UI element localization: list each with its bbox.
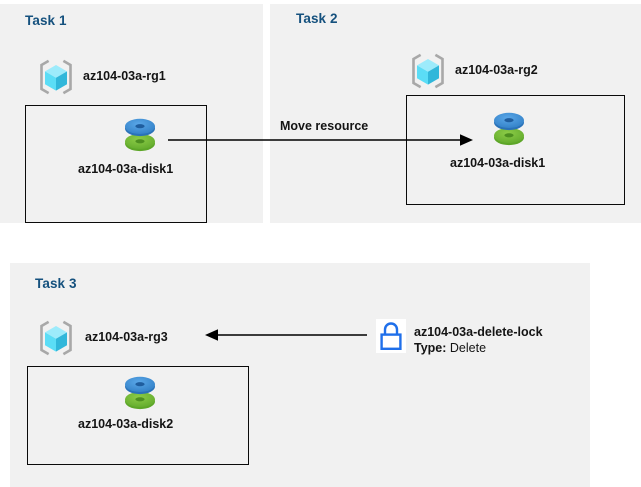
lock-applies-arrow <box>205 326 367 344</box>
lock-type-value: Delete <box>449 341 487 355</box>
task-title-1: Task 1 <box>25 13 67 28</box>
disk-icon <box>121 113 159 155</box>
task-title-3: Task 3 <box>35 276 77 291</box>
resource-label-1: az104-03a-disk1 <box>78 162 174 176</box>
disk-icon <box>490 107 528 149</box>
resource-group-icon <box>408 51 448 91</box>
lock-details: az104-03a-delete-lock Type: Delete <box>414 324 543 356</box>
disk-icon <box>121 371 159 413</box>
resource-box-2 <box>406 95 625 205</box>
resource-label-2: az104-03a-disk1 <box>450 156 546 170</box>
move-resource-arrow <box>168 130 473 150</box>
lock-type-key: Type: <box>414 341 447 355</box>
resource-group-icon <box>36 57 76 97</box>
resource-group-label-3: az104-03a-rg3 <box>85 330 168 344</box>
resource-group-icon <box>36 318 76 358</box>
resource-label-3: az104-03a-disk2 <box>78 417 174 431</box>
task-panel-3 <box>10 263 590 487</box>
lock-type-line: Type: Delete <box>414 340 543 356</box>
move-resource-arrow-label: Move resource <box>280 119 369 133</box>
lock-name-label: az104-03a-delete-lock <box>414 325 543 339</box>
resource-group-label-2: az104-03a-rg2 <box>455 63 538 77</box>
resource-group-label-1: az104-03a-rg1 <box>83 69 166 83</box>
task-panel-2 <box>270 4 641 223</box>
task-panel-1 <box>0 4 263 223</box>
resource-box-1 <box>25 105 207 223</box>
task-title-2: Task 2 <box>296 11 338 26</box>
lock-icon <box>376 319 406 353</box>
resource-box-3 <box>27 366 249 465</box>
